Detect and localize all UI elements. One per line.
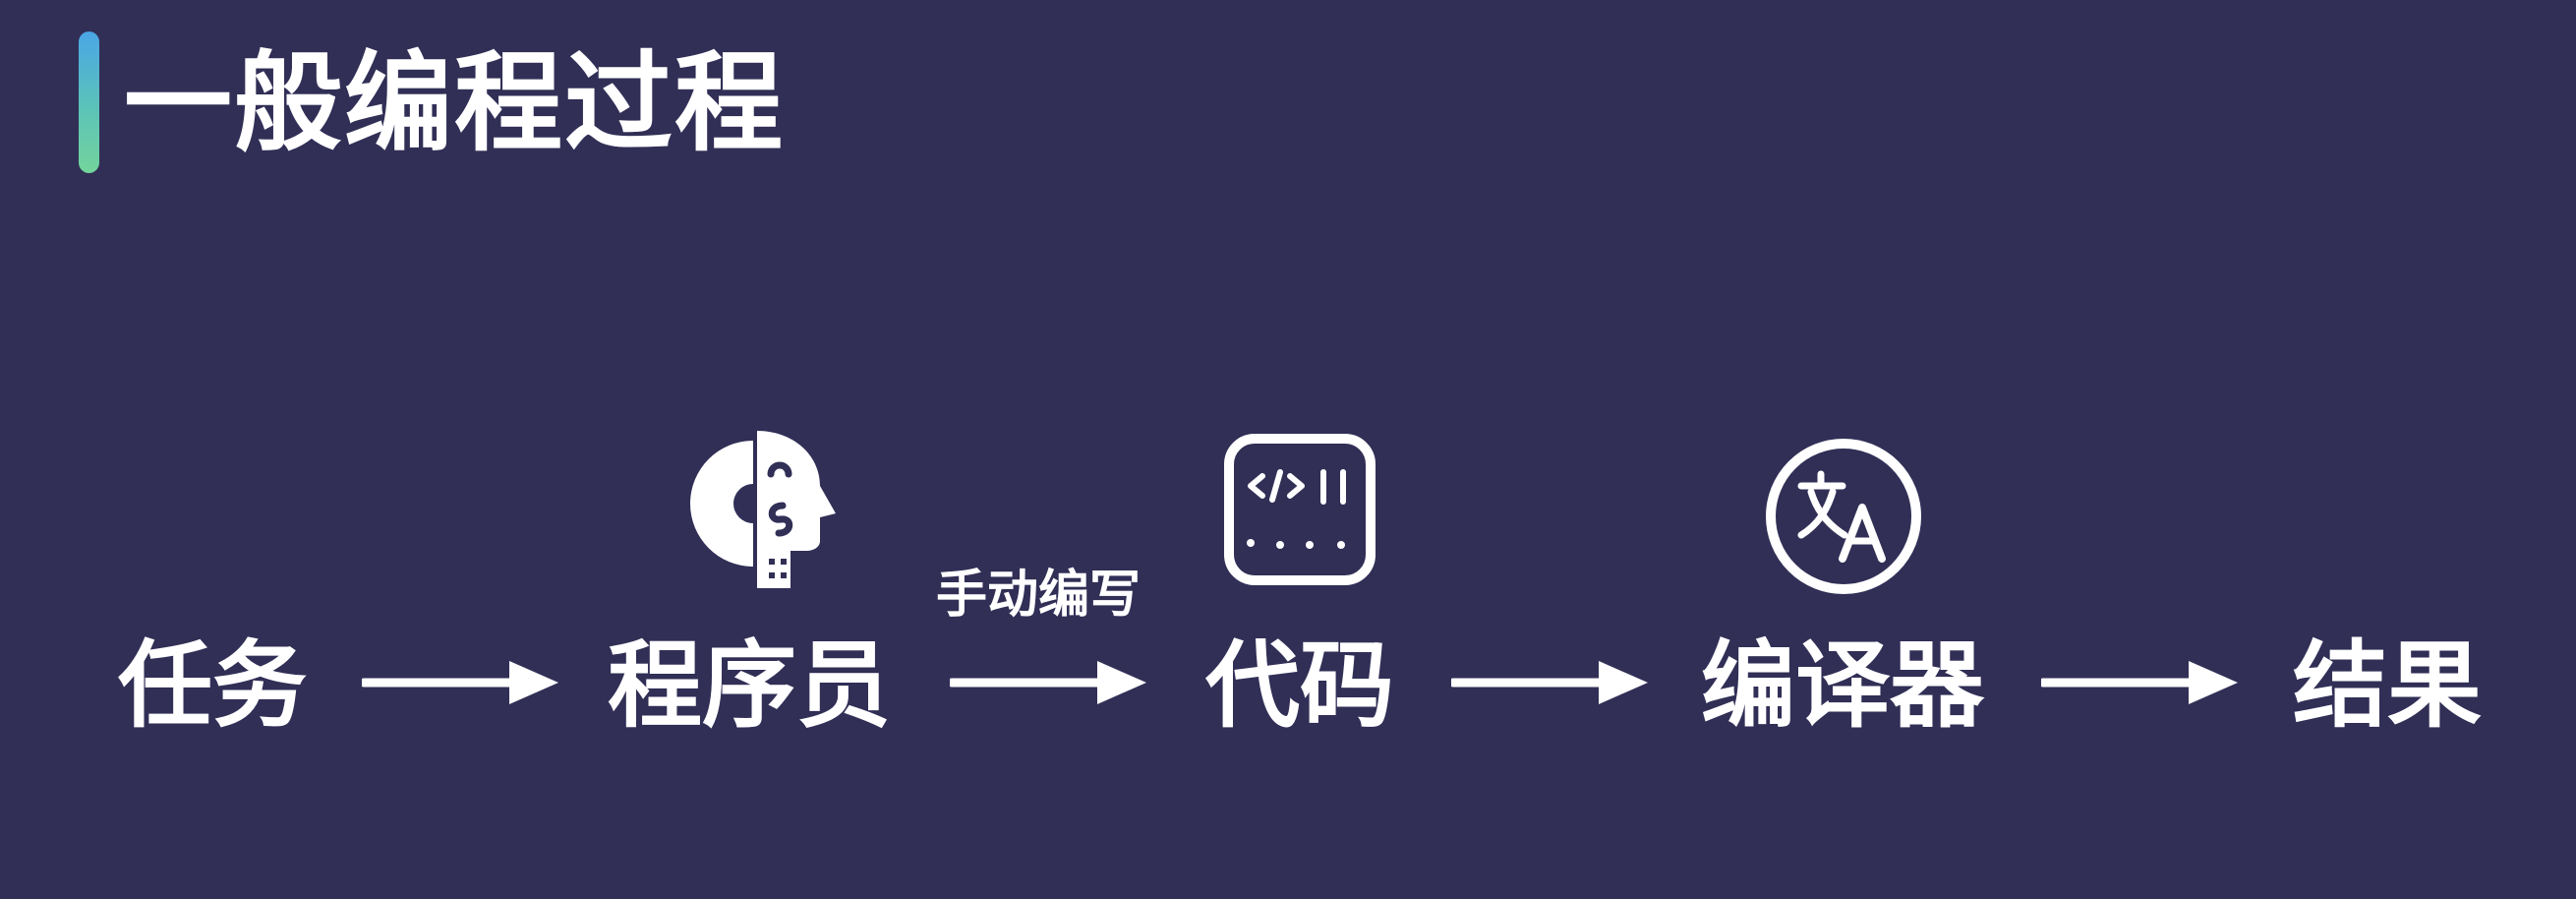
translate-icon	[1766, 439, 1921, 594]
arrow-code-to-compiler	[1451, 661, 1648, 704]
arrow-task-to-programmer	[362, 661, 558, 704]
node-result: 结果	[2293, 630, 2482, 741]
node-task: 任务	[118, 630, 307, 741]
arrow-programmer-to-code	[950, 661, 1146, 704]
code-window-icon	[1224, 434, 1376, 585]
node-programmer: 程序员	[608, 630, 891, 741]
arrow-compiler-to-result	[2041, 661, 2238, 704]
page-title: 一般编程过程	[124, 40, 785, 166]
edge-label-manual-write: 手动编写	[935, 565, 1142, 625]
human-head-profile-icon	[690, 431, 836, 588]
title-accent-bar	[79, 31, 99, 173]
node-code: 代码	[1205, 630, 1394, 741]
node-compiler: 编译器	[1701, 630, 1984, 741]
